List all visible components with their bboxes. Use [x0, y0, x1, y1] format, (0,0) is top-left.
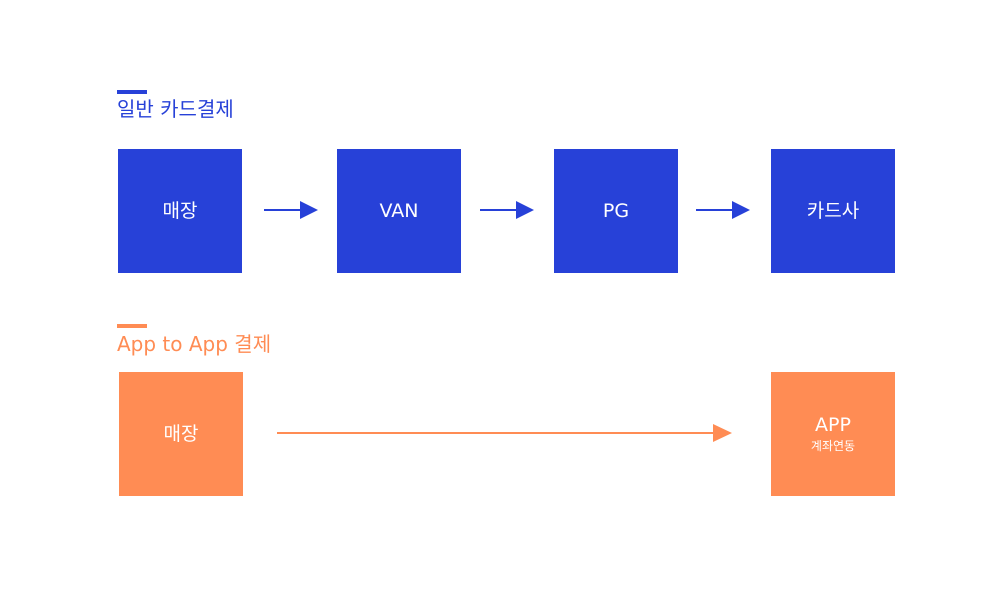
van-label: VAN	[379, 200, 419, 222]
app-node: APP 계좌연동	[771, 372, 895, 496]
card-store-label: 매장	[162, 200, 198, 222]
app-sublabel: 계좌연동	[810, 439, 856, 453]
arrow-van-to-pg	[480, 201, 534, 219]
card-company-label: 카드사	[806, 200, 860, 222]
card-payment-title: 일반 카드결제	[117, 97, 234, 121]
pg-node: PG	[554, 149, 678, 273]
card-payment-accent-bar	[117, 90, 147, 94]
pg-label: PG	[602, 200, 630, 222]
card-store-node: 매장	[118, 149, 242, 273]
arrow-pg-to-card-company	[696, 201, 750, 219]
app-store-node: 매장	[119, 372, 243, 496]
app-store-label: 매장	[163, 423, 199, 445]
app-label: APP	[815, 414, 851, 436]
app-payment-accent-bar	[117, 324, 147, 328]
arrow-store-to-van	[264, 201, 318, 219]
app-payment-title: App to App 결제	[117, 332, 272, 356]
arrow-store-to-app	[277, 424, 732, 442]
card-company-node: 카드사	[771, 149, 895, 273]
van-node: VAN	[337, 149, 461, 273]
